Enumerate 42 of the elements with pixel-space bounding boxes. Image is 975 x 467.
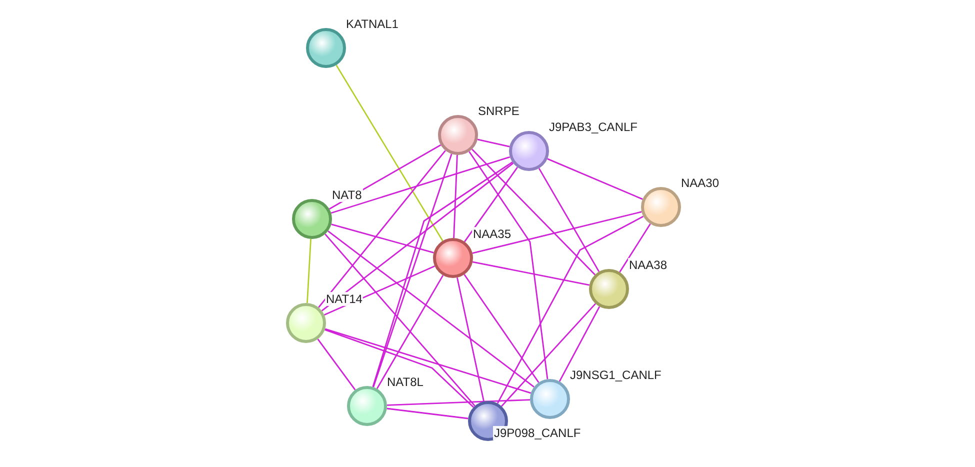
protein-label: NAA38 bbox=[628, 258, 668, 272]
interaction-line bbox=[324, 328, 532, 394]
interaction-line bbox=[456, 277, 484, 402]
interaction-line bbox=[328, 230, 534, 388]
protein-label: NAT8 bbox=[331, 188, 363, 202]
protein-label: NAA35 bbox=[472, 227, 512, 241]
interaction-line bbox=[306, 238, 312, 304]
interaction-line bbox=[324, 234, 476, 406]
interaction-line bbox=[496, 216, 644, 404]
protein-label: NAT8L bbox=[386, 375, 424, 389]
interaction-line bbox=[317, 338, 356, 390]
interaction-line bbox=[330, 156, 510, 214]
interaction-line bbox=[472, 261, 590, 286]
interaction-line bbox=[500, 303, 596, 407]
interaction-line bbox=[386, 408, 468, 420]
interaction-line bbox=[336, 64, 444, 242]
protein-label: J9PAB3_CANLF bbox=[548, 120, 638, 134]
interaction-line bbox=[472, 148, 596, 276]
interaction-line bbox=[321, 162, 514, 312]
protein-label: KATNAL1 bbox=[345, 17, 400, 31]
protein-label: NAA30 bbox=[680, 176, 720, 190]
interaction-line bbox=[538, 168, 600, 272]
protein-label: J9P098_CANLF bbox=[493, 426, 582, 440]
interaction-line bbox=[331, 224, 434, 254]
interaction-line bbox=[386, 399, 530, 406]
interaction-line bbox=[372, 162, 513, 388]
interaction-line bbox=[453, 154, 458, 238]
interaction-line bbox=[619, 224, 651, 272]
interaction-line bbox=[468, 151, 548, 380]
interaction-line bbox=[318, 150, 446, 308]
interaction-line bbox=[372, 154, 452, 388]
interaction-line bbox=[558, 306, 600, 382]
protein-label: NAT14 bbox=[325, 292, 364, 306]
protein-label: SNRPE bbox=[477, 104, 520, 118]
interaction-line bbox=[464, 166, 518, 242]
protein-label: J9NSG1_CANLF bbox=[569, 368, 662, 382]
interaction-line bbox=[376, 274, 444, 390]
interaction-line bbox=[464, 274, 540, 383]
interaction-line bbox=[472, 211, 642, 254]
interaction-line bbox=[477, 138, 510, 148]
interaction-line bbox=[547, 158, 643, 200]
interaction-line bbox=[324, 329, 474, 408]
